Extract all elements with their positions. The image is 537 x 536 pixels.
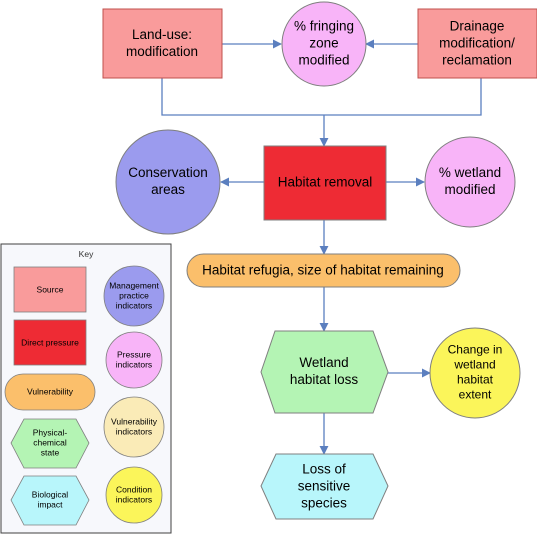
label-line: Condition <box>116 484 152 494</box>
node-habitat-refugia: Habitat refugia, size of habitat remaini… <box>186 253 461 288</box>
label-line: sensitive <box>298 479 351 494</box>
label-line: areas <box>151 182 185 197</box>
legend-source: Source <box>13 266 87 313</box>
svg-text:Direct pressure: Direct pressure <box>21 337 79 347</box>
label-line: state <box>41 447 60 457</box>
label-line: Pressure <box>117 349 151 359</box>
svg-text:Habitat removal: Habitat removal <box>278 175 373 190</box>
svg-text:Vulnerability: Vulnerability <box>27 386 74 396</box>
label-line: Habitat removal <box>278 175 373 190</box>
label-line: Habitat refugia, size of habitat remaini… <box>202 263 444 278</box>
node-land-use: Land-use: modification <box>102 8 223 79</box>
node-drainage: Drainage modification/reclamation <box>417 8 537 79</box>
legend-direct-pressure: Direct pressure <box>13 319 87 366</box>
legend-title: Key <box>79 249 94 259</box>
label-line: Direct pressure <box>21 337 79 347</box>
label-line: species <box>301 496 347 511</box>
label-line: Vulnerability <box>27 386 74 396</box>
label-line: Physical- <box>33 427 68 437</box>
svg-text:Source: Source <box>37 284 64 294</box>
label-line: % wetland <box>439 165 501 180</box>
label-line: extent <box>459 388 492 402</box>
label-line: indicators <box>116 359 152 369</box>
label-line: Loss of <box>302 462 346 477</box>
label-line: Drainage <box>450 19 505 34</box>
label-line: wetland <box>453 358 495 372</box>
label-line: indicators <box>116 300 152 310</box>
label-line: % fringing <box>294 19 354 34</box>
node-sensitive-species: Loss of sensitive species <box>260 453 389 520</box>
label-line: practice <box>119 290 149 300</box>
label-line: habitat <box>457 373 494 387</box>
label-line: Conservation <box>128 165 208 180</box>
node-wetland-habitat-loss: Wetland habitat loss <box>260 330 389 414</box>
connectors <box>161 39 482 455</box>
node-conservation-areas: Conservation areas <box>115 129 221 235</box>
legend-vulnerability: Vulnerability <box>4 373 96 411</box>
label-line: zone <box>309 36 338 51</box>
label-line: Change in <box>448 343 503 357</box>
svg-text:Land-use:modification: Land-use: modification <box>126 27 198 59</box>
label-line: modified <box>444 182 495 197</box>
label-line: Wetland <box>299 355 348 370</box>
label-line: Source <box>37 284 64 294</box>
node-wetland-modified: % wetland modified <box>424 136 516 228</box>
label-line: Biological <box>32 489 68 499</box>
label-line: Vulnerability <box>111 416 158 426</box>
label-line: impact <box>37 499 63 509</box>
connector-landuse-down <box>161 78 482 116</box>
label-line: modification/ <box>439 36 515 51</box>
label-line: modification <box>126 44 198 59</box>
label-line: reclamation <box>442 53 512 68</box>
legend-key: Key Source Direct pressure Vulnerability… <box>0 243 172 534</box>
svg-text:Habitat refugia, size of habit: Habitat refugia, size of habitat remaini… <box>202 263 444 278</box>
node-habitat-removal: Habitat removal <box>263 145 387 221</box>
label-line: Management <box>109 280 159 290</box>
label-line: habitat loss <box>290 372 359 387</box>
label-line: indicators <box>116 426 152 436</box>
label-line: Land-use: <box>132 27 192 42</box>
label-line: chemical <box>33 437 67 447</box>
node-fringing-zone: % fringing zone modified <box>281 1 367 87</box>
label-line: indicators <box>116 494 152 504</box>
label-line: modified <box>298 53 349 68</box>
